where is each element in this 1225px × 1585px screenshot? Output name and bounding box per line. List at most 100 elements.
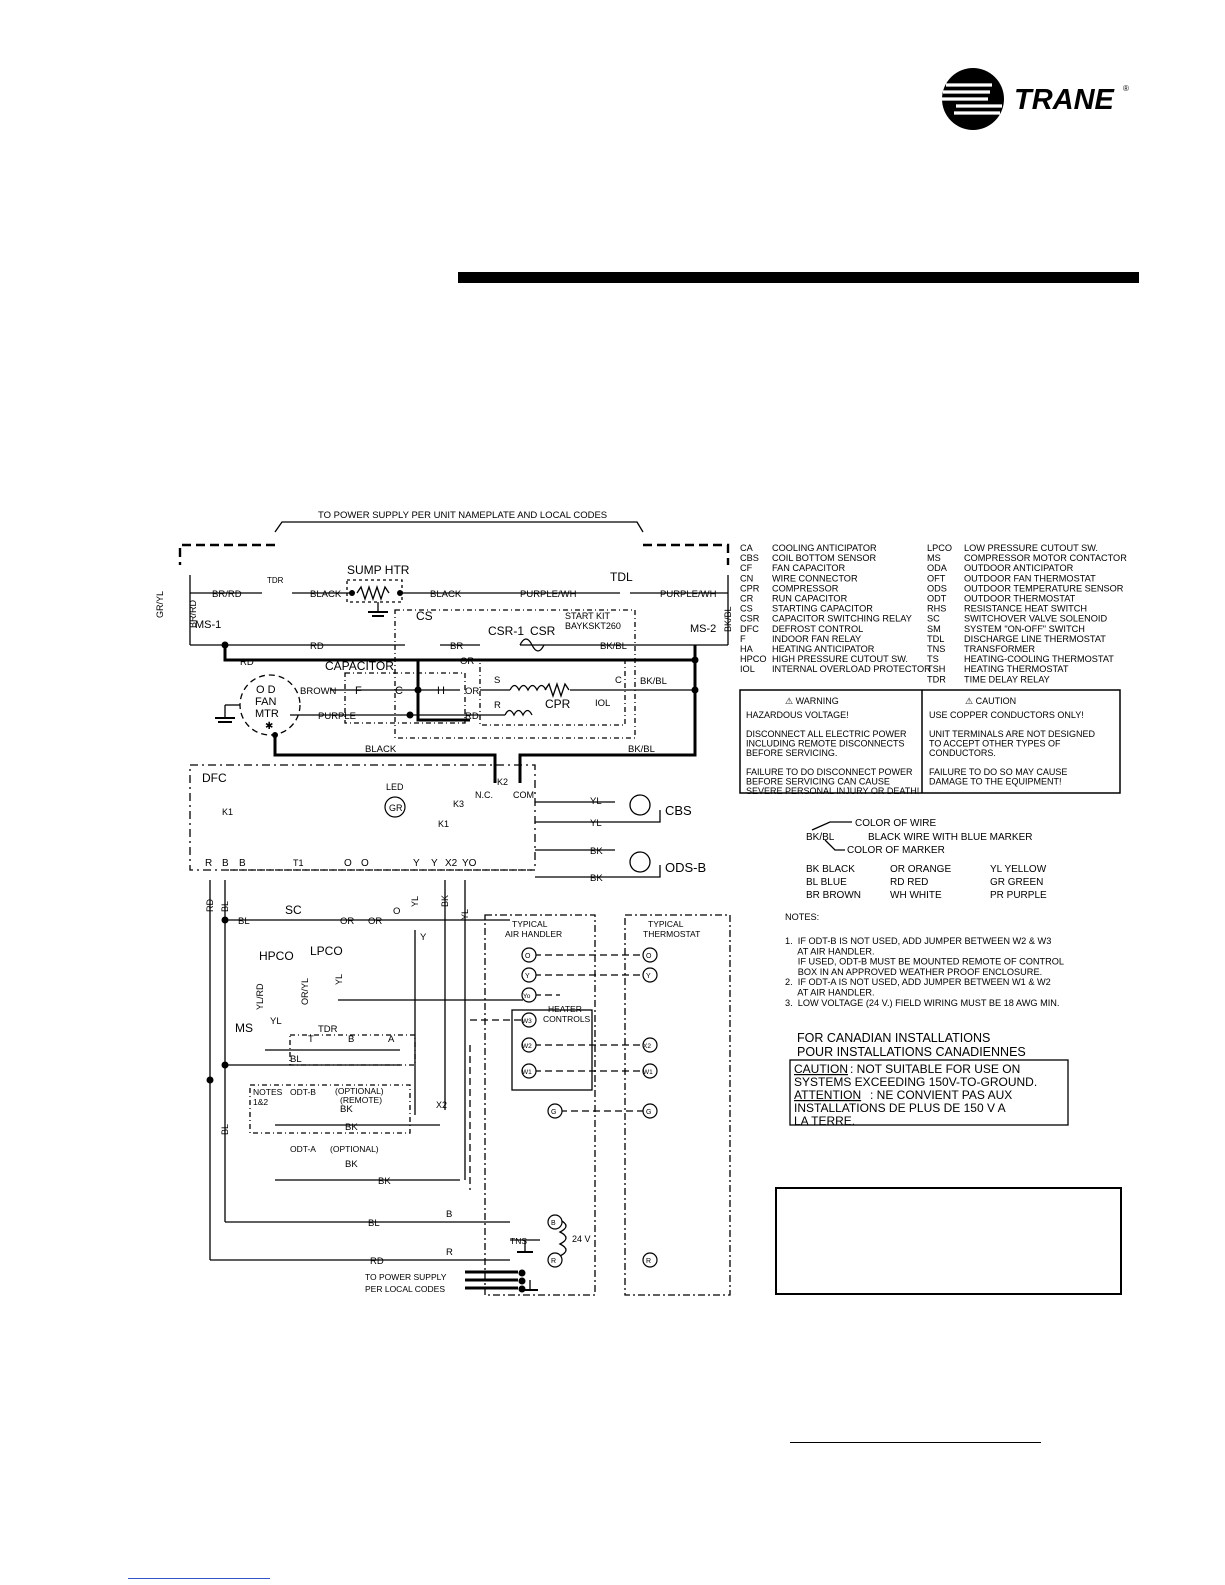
- legend-abbr: OFT: [927, 573, 946, 583]
- term-y1: Y: [413, 858, 420, 869]
- color-example-desc: BLACK WIRE WITH BLUE MARKER: [868, 832, 1032, 843]
- label-odt-a: ODT-A: [290, 1144, 316, 1154]
- label-hpco: HPCO: [259, 949, 294, 963]
- ah-yo: Yo: [523, 993, 531, 1000]
- label-bl-vert-2: BL: [220, 1124, 230, 1135]
- label-bk-vert: BK: [440, 895, 450, 907]
- caution-line: FAILURE TO DO SO MAY CAUSE: [929, 767, 1067, 777]
- legend-desc: HEATING THERMOSTAT: [964, 664, 1069, 674]
- note-line: AT AIR HANDLER.: [785, 988, 875, 998]
- label-yl-3: YL: [270, 1016, 282, 1027]
- legend-desc: HIGH PRESSURE CUTOUT SW.: [772, 654, 908, 664]
- legend-abbr: TDR: [927, 674, 946, 684]
- label-yl-rd-vert: YL/RD: [255, 983, 265, 1010]
- label-tdr-t: T: [308, 1034, 314, 1045]
- label-cpr-c: C: [615, 675, 622, 686]
- note-line: BOX IN AN APPROVED WEATHER PROOF ENCLOSU…: [785, 967, 1042, 977]
- brand-name: TRANE: [1014, 84, 1116, 116]
- legend-desc: COIL BOTTOM SENSOR: [772, 553, 877, 563]
- label-star: ✱: [265, 721, 273, 732]
- label-bl-3: BL: [368, 1218, 380, 1229]
- ah-g: G: [551, 1109, 556, 1116]
- label-or-3: OR: [340, 916, 354, 927]
- ah-w2: W2: [522, 1043, 532, 1050]
- attention-text-2: INSTALLATIONS DE PLUS DE 150 V A: [794, 1101, 1006, 1115]
- label-tns: TNS: [510, 1236, 527, 1246]
- label-o: O: [393, 906, 400, 917]
- legend-desc: INDOOR FAN RELAY: [772, 634, 861, 644]
- label-cap-h: H: [437, 685, 445, 697]
- legend-abbr: HPCO: [740, 654, 767, 664]
- th-o: O: [646, 953, 652, 960]
- legend-abbr: ODA: [927, 563, 948, 573]
- legend-abbr: TNS: [927, 644, 945, 654]
- label-or-yl-vert: OR/YL: [300, 978, 310, 1005]
- legend-desc: HEATING ANTICIPATOR: [772, 644, 875, 654]
- warning-line: INCLUDING REMOTE DISCONNECTS: [746, 739, 905, 749]
- color-example: BK/BL: [806, 832, 835, 843]
- term-x2: X2: [445, 858, 458, 869]
- ah-y: Y: [525, 973, 530, 980]
- label-bk-3: BK: [340, 1104, 353, 1115]
- label-led-gr: GR: [389, 803, 403, 813]
- label-nc: N.C.: [475, 790, 493, 800]
- legend-desc: LOW PRESSURE CUTOUT SW.: [964, 543, 1098, 553]
- footer-link-rule: [128, 1578, 270, 1579]
- label-bl-vert: BL: [220, 901, 230, 912]
- warning-line: FAILURE TO DO DISCONNECT POWER: [746, 767, 913, 777]
- legend-desc: DEFROST CONTROL: [772, 624, 863, 634]
- label-bk-6: BK: [378, 1176, 391, 1187]
- color-key-entry: BK BLACK: [806, 864, 855, 875]
- legend-desc: COOLING ANTICIPATOR: [772, 543, 877, 553]
- legend-desc: OUTDOOR TEMPERATURE SENSOR: [964, 583, 1124, 593]
- legend-abbr: RHS: [927, 604, 946, 614]
- label-bk-bl-vert: BK/BL: [723, 606, 733, 632]
- label-purple: PURPLE: [318, 711, 356, 722]
- label-cbs: CBS: [665, 803, 692, 818]
- color-key-entry: WH WHITE: [890, 890, 942, 901]
- attention-text-1: : NE CONVIENT PAS AUX: [870, 1088, 1012, 1102]
- label-ms2: MS-2: [690, 623, 716, 635]
- th-g: G: [646, 1109, 651, 1116]
- th-w1: W1: [643, 1069, 653, 1076]
- label-yl-vert: YL: [410, 896, 420, 907]
- legend-desc: FAN CAPACITOR: [772, 563, 846, 573]
- label-or-2: OR: [465, 686, 479, 697]
- color-key-entry: YL YELLOW: [990, 864, 1047, 875]
- label-tdr-b: B: [348, 1034, 354, 1045]
- term-yo: YO: [462, 858, 477, 869]
- label-bl-2: BL: [290, 1054, 302, 1065]
- legend-desc: WIRE CONNECTOR: [772, 573, 858, 583]
- warning-lines: HAZARDOUS VOLTAGE!DISCONNECT ALL ELECTRI…: [746, 710, 919, 796]
- label-sc: SC: [285, 903, 302, 917]
- color-key-entry: BL BLUE: [806, 877, 847, 888]
- caution-line: DAMAGE TO THE EQUIPMENT!: [929, 777, 1062, 787]
- legend-abbr: TDL: [927, 634, 944, 644]
- term-b2: B: [239, 858, 246, 869]
- legend-abbr: CS: [740, 604, 753, 614]
- label-odt-b: ODT-B: [290, 1087, 316, 1097]
- legend-abbr: LPCO: [927, 543, 952, 553]
- label-br-rd: BR/RD: [212, 589, 242, 600]
- label-rd-4: RD: [370, 1256, 384, 1267]
- caution-label: CAUTION: [794, 1062, 848, 1076]
- label-tdr-top: TDR: [267, 576, 284, 585]
- label-csr1: CSR-1: [488, 624, 524, 638]
- legend-desc: SWITCHOVER VALVE SOLENOID: [964, 614, 1107, 624]
- supply-note: TO POWER SUPPLY PER UNIT NAMEPLATE AND L…: [318, 510, 607, 521]
- label-bk-bl-1: BK/BL: [600, 641, 627, 652]
- label-yl-bk-vert: YL: [460, 909, 470, 920]
- th-r: R: [646, 1258, 651, 1265]
- label-start-kit: START KIT: [565, 611, 611, 621]
- label-or-4: OR: [368, 916, 382, 927]
- legend-desc: RUN CAPACITOR: [772, 594, 848, 604]
- label-cpr: CPR: [545, 697, 571, 711]
- label-t1: T1: [293, 858, 304, 868]
- caution-text-2: SYSTEMS EXCEEDING 150V-TO-GROUND.: [794, 1075, 1037, 1089]
- label-capacitor: CAPACITOR: [325, 659, 394, 673]
- legend-abbr: CSR: [740, 614, 760, 624]
- label-lpco: LPCO: [310, 944, 343, 958]
- caution-text-1: : NOT SUITABLE FOR USE ON: [850, 1062, 1020, 1076]
- legend-abbr: IOL: [740, 664, 755, 674]
- canadian-heading-2: POUR INSTALLATIONS CANADIENNES: [797, 1045, 1026, 1059]
